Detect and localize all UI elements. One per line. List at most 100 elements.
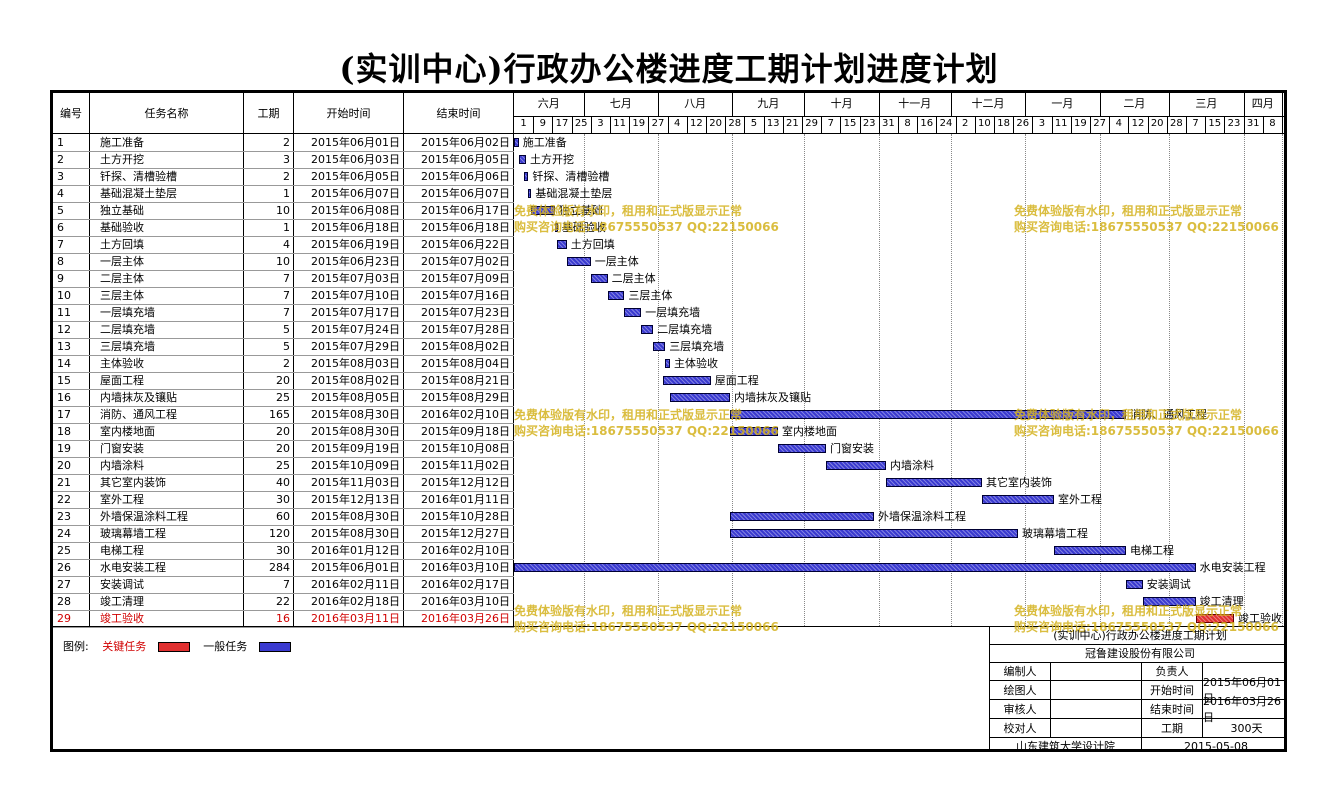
task-no-cell: 28: [57, 595, 71, 608]
task-end-cell: 2015年07月16日: [421, 289, 510, 302]
task-bar[interactable]: [590, 274, 608, 283]
task-bar[interactable]: [523, 172, 529, 181]
task-no-cell: 3: [57, 170, 64, 183]
task-name-cell: 基础混凝土垫层: [100, 187, 177, 200]
task-duration-cell: 165: [269, 408, 290, 421]
month-separator: [583, 93, 585, 116]
day-separator: [629, 116, 631, 133]
task-no-cell: 20: [57, 459, 71, 472]
task-end-cell: 2015年08月29日: [421, 391, 510, 404]
task-start-cell: 2015年10月09日: [311, 459, 400, 472]
day-separator: [667, 116, 669, 133]
task-name-cell: 施工准备: [100, 136, 144, 149]
row-divider: [53, 559, 514, 560]
day-separator: [1109, 116, 1111, 133]
tb-start-value: 2015年06月01日: [1203, 676, 1284, 705]
row-divider: [53, 355, 514, 356]
day-tick-label: 8: [1269, 118, 1276, 129]
task-bar[interactable]: [514, 138, 519, 147]
task-end-cell: 2015年08月02日: [421, 340, 510, 353]
task-duration-cell: 1: [283, 221, 290, 234]
task-bar-label: 室内楼地面: [782, 425, 837, 438]
task-start-cell: 2015年06月05日: [311, 170, 400, 183]
task-bar-label: 三层主体: [628, 289, 673, 302]
row-divider: [53, 287, 514, 288]
task-name-cell: 室内楼地面: [100, 425, 155, 438]
task-bar[interactable]: [624, 308, 642, 317]
task-bar[interactable]: [528, 189, 532, 198]
task-bar-label: 基础混凝土垫层: [535, 187, 613, 200]
task-duration-cell: 20: [276, 442, 290, 455]
task-bar[interactable]: [982, 495, 1054, 504]
task-start-cell: 2015年07月24日: [311, 323, 400, 336]
day-tick-label: 13: [766, 118, 780, 129]
day-tick-label: 20: [709, 118, 722, 129]
day-separator: [917, 116, 919, 133]
task-bar[interactable]: [641, 325, 654, 334]
task-bar[interactable]: [557, 240, 567, 249]
task-start-cell: 2015年06月01日: [311, 136, 400, 149]
task-bar[interactable]: [653, 342, 666, 351]
task-bar-label: 主体验收: [674, 357, 718, 370]
task-name-cell: 一层主体: [100, 255, 144, 268]
task-start-cell: 2015年09月19日: [311, 442, 400, 455]
task-bar[interactable]: [1195, 614, 1234, 623]
task-bar[interactable]: [607, 291, 625, 300]
task-no-cell: 14: [57, 357, 71, 370]
day-tick-label: 31: [1246, 118, 1260, 129]
task-bar[interactable]: [530, 206, 555, 215]
task-name-cell: 独立基础: [100, 204, 144, 217]
month-separator: [1169, 93, 1171, 116]
task-bar-label: 其它室内装饰: [986, 476, 1052, 489]
task-name-cell: 主体验收: [100, 357, 144, 370]
task-name-cell: 基础验收: [100, 221, 144, 234]
task-bar[interactable]: [518, 155, 526, 164]
task-bar[interactable]: [1142, 597, 1196, 606]
task-bar[interactable]: [665, 359, 670, 368]
month-gridline: [950, 134, 952, 626]
day-tick-label: 27: [651, 118, 665, 129]
task-bar-label: 外墙保温涂料工程: [878, 510, 966, 523]
task-bar[interactable]: [670, 393, 730, 402]
day-separator: [782, 116, 784, 133]
task-bar[interactable]: [778, 444, 826, 453]
task-bar[interactable]: [566, 257, 591, 266]
task-name-cell: 二层主体: [100, 272, 144, 285]
task-end-cell: 2015年07月28日: [421, 323, 510, 336]
task-bar[interactable]: [554, 223, 558, 232]
day-separator: [1147, 116, 1149, 133]
task-start-cell: 2015年08月02日: [311, 374, 400, 387]
task-bar-label: 水电安装工程: [1199, 561, 1266, 574]
task-bar[interactable]: [730, 512, 874, 521]
column-separator: [89, 93, 90, 626]
task-bar[interactable]: [730, 410, 1126, 419]
task-bar[interactable]: [662, 376, 711, 385]
row-divider: [53, 321, 514, 322]
watermark-4: 免费体验版有水印，租用和正式版显示正常购买咨询电话:18675550537 QQ…: [1014, 408, 1279, 438]
row-divider: [53, 372, 514, 373]
task-bar[interactable]: [1054, 546, 1126, 555]
tb-date: 2015-05-08: [1184, 739, 1248, 752]
task-end-cell: 2016年03月26日: [421, 612, 510, 625]
task-bar-label: 消防、通风工程: [1130, 408, 1207, 421]
task-end-cell: 2015年06月06日: [421, 170, 510, 183]
task-bar-label: 竣工清理: [1199, 595, 1244, 608]
task-end-cell: 2015年06月17日: [421, 204, 510, 217]
task-bar[interactable]: [730, 529, 1018, 538]
task-bar[interactable]: [1126, 580, 1143, 589]
day-separator: [552, 116, 554, 133]
task-duration-cell: 16: [276, 612, 290, 625]
day-tick-label: 28: [728, 118, 742, 129]
task-bar[interactable]: [730, 427, 778, 436]
day-separator: [763, 116, 765, 133]
task-bar[interactable]: [826, 461, 886, 470]
task-bar-label: 二层主体: [611, 272, 656, 285]
month-gridline: [1169, 134, 1171, 626]
day-tick-label: 12: [690, 118, 703, 129]
column-separator: [403, 93, 404, 626]
day-separator: [1051, 116, 1053, 133]
task-bar[interactable]: [886, 478, 982, 487]
month-label-2: 七月: [609, 97, 632, 110]
month-separator: [878, 93, 880, 116]
task-bar[interactable]: [514, 563, 1196, 572]
